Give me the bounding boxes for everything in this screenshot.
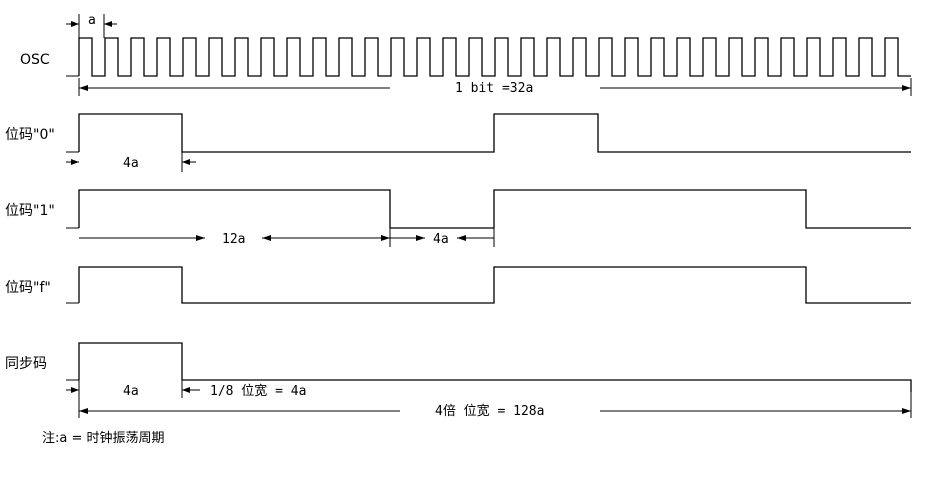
sync-total-label: 4倍 位宽 = 128a	[435, 403, 544, 419]
footnote: 注:a = 时钟振荡周期	[42, 430, 165, 446]
one-bit-label: 1 bit =32a	[455, 81, 533, 96]
label-bit-0: 位码"0"	[5, 127, 55, 143]
bit-1-dimension: 12a 4a	[79, 228, 495, 247]
one-bit-dimension: 1 bit =32a	[78, 78, 912, 96]
sync-dimension: 4a 1/8 位宽 = 4a 4倍 位宽 = 128a	[66, 380, 912, 419]
label-bit-f: 位码"f"	[5, 280, 51, 296]
bit-0-width-label: 4a	[123, 156, 139, 171]
sync-waveform	[78, 342, 912, 392]
bit-0-dimension: 4a	[66, 152, 196, 172]
sync-high-label: 4a	[123, 384, 139, 399]
bit-1-low-label: 4a	[433, 232, 449, 247]
bit-1-high-label: 12a	[222, 232, 245, 247]
bit-f-waveform	[78, 266, 911, 304]
a-dimension: a	[66, 13, 117, 38]
bit-1-waveform	[78, 189, 911, 229]
a-label: a	[88, 13, 96, 28]
row-ticks	[66, 75, 79, 381]
label-bit-1: 位码"1"	[5, 203, 55, 219]
osc-waveform	[78, 37, 911, 77]
sync-eighth-label: 1/8 位宽 = 4a	[210, 383, 306, 399]
label-sync: 同步码	[5, 356, 47, 372]
bit-0-waveform	[78, 113, 911, 153]
label-osc: OSC	[20, 52, 50, 68]
